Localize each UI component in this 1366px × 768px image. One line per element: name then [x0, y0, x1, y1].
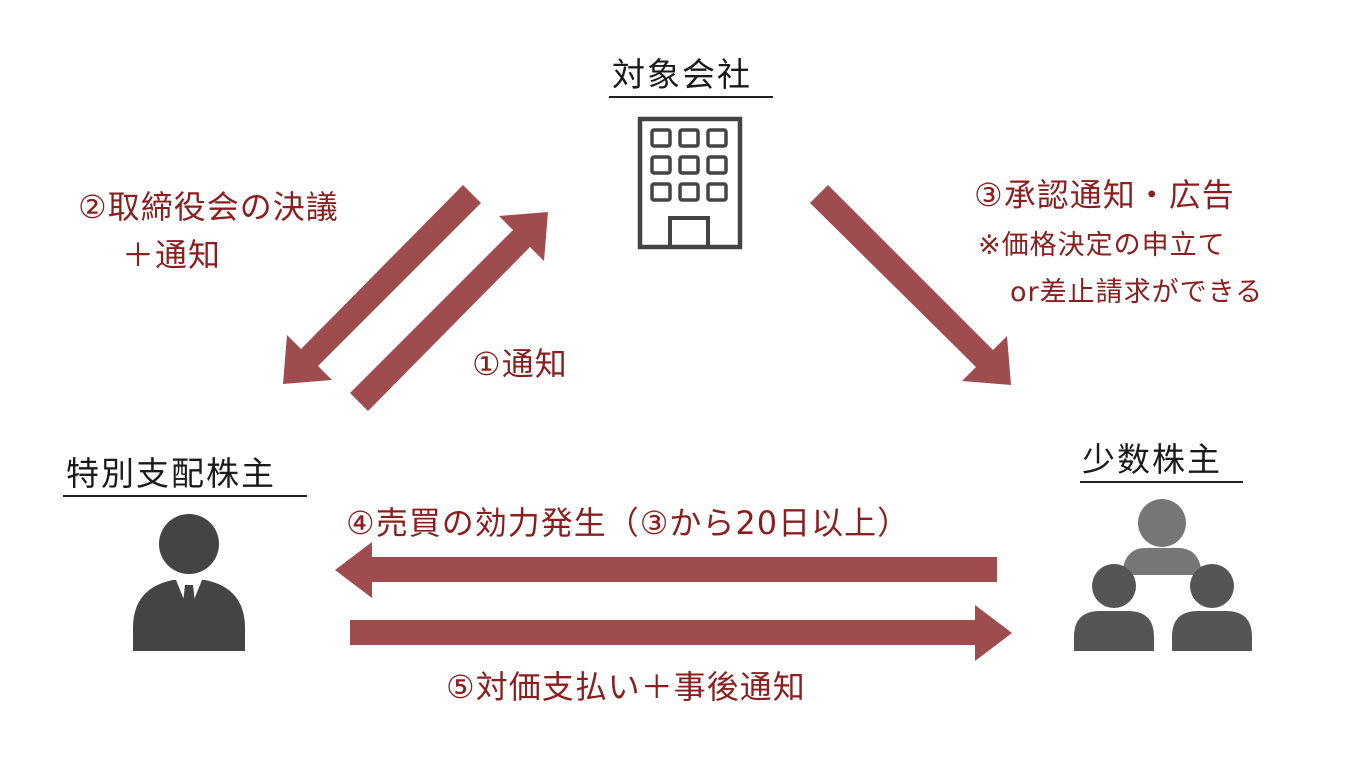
step3-note-line2: or差止請求ができる [1010, 277, 1264, 308]
step3-label: ③承認通知・広告 [974, 176, 1235, 214]
person-icon [133, 514, 245, 651]
step1-label: ①通知 [472, 345, 568, 383]
arrow-step5 [350, 605, 1012, 661]
company-label: 対象会社 [612, 55, 752, 94]
controlling-shareholder-label-underline [63, 495, 307, 497]
controlling-shareholder-label: 特別支配株主 [66, 454, 276, 493]
arrow-step4 [335, 542, 997, 598]
arrow-step1 [350, 212, 548, 411]
minority-shareholders-label: 少数株主 [1082, 440, 1222, 479]
step2-label-line2: ＋通知 [122, 236, 222, 274]
arrow-step3 [810, 185, 1011, 385]
building-icon [637, 116, 743, 250]
step4-label: ④売買の効力発生（③から20日以上） [346, 504, 911, 542]
arrow-step2 [283, 185, 481, 384]
group-icon [1074, 499, 1252, 651]
step3-note-line1: ※価格決定の申立て [978, 230, 1226, 261]
minority-shareholders-label-underline [1080, 481, 1243, 483]
company-label-underline [609, 96, 773, 98]
step2-label-line1: ②取締役会の決議 [78, 188, 339, 226]
step5-label: ⑤対価支払い＋事後通知 [446, 668, 806, 706]
